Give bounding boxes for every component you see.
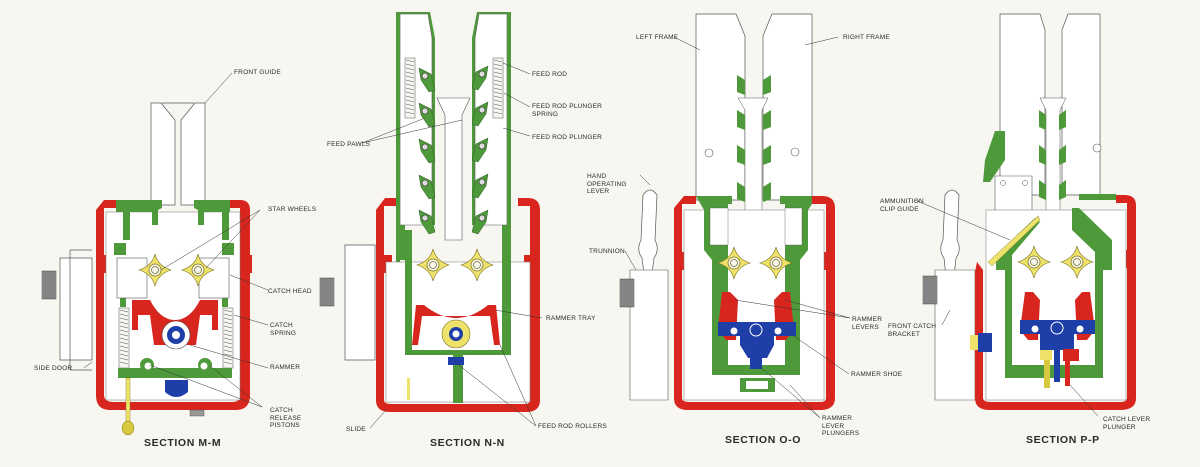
label-rammer-levers: RAMMER LEVERS — [852, 316, 883, 331]
label-slide: SLIDE — [346, 426, 366, 433]
label-hand-operating-lever: HAND OPERATING LEVER — [587, 173, 627, 195]
section-m-m-drawing — [41, 72, 269, 436]
label-rammer-tray: RAMMER TRAY — [546, 315, 596, 322]
label-catch-head: CATCH HEAD — [268, 288, 312, 295]
label-star-wheels: STAR WHEELS — [268, 206, 317, 213]
label-feed-rod-plunger-spring: FEED ROD PLUNGER SPRING — [532, 103, 603, 118]
label-catch-release-pistons: CATCH RELEASE PISTONS — [270, 407, 302, 429]
section-title-m-m: SECTION M-M — [144, 437, 222, 449]
label-rammer: RAMMER — [270, 364, 301, 371]
label-trunnion: TRUNNION — [589, 248, 625, 255]
section-n-n-drawing — [319, 12, 543, 429]
section-title-n-n: SECTION N-N — [430, 437, 505, 449]
label-left-frame: LEFT FRAME — [636, 34, 679, 41]
label-rammer-shoe: RAMMER SHOE — [851, 371, 903, 378]
section-o-o-drawing — [619, 13, 851, 419]
section-title-p-p: SECTION P-P — [1026, 434, 1100, 446]
label-side-door: SIDE DOOR — [34, 365, 73, 372]
label-feed-rod: FEED ROD — [532, 71, 568, 78]
label-front-guide: FRONT GUIDE — [234, 69, 281, 76]
section-p-p-drawing — [914, 13, 1136, 417]
label-front-catch-bracket: FRONT CATCH BRACKET — [888, 323, 937, 338]
label-catch-spring: CATCH SPRING — [270, 322, 297, 337]
label-rammer-lever-plungers: RAMMER LEVER PLUNGERS — [822, 415, 860, 437]
label-feed-pawls: FEED PAWLS — [327, 141, 371, 148]
label-feed-rod-plunger: FEED ROD PLUNGER — [532, 134, 603, 141]
label-ammunition-clip-guide: AMMUNITION CLIP GUIDE — [880, 198, 924, 213]
label-right-frame: RIGHT FRAME — [843, 34, 890, 41]
label-feed-rod-rollers: FEED ROD ROLLERS — [538, 423, 607, 430]
section-title-o-o: SECTION O-O — [725, 434, 802, 446]
label-catch-lever-plunger: CATCH LEVER PLUNGER — [1103, 416, 1151, 431]
